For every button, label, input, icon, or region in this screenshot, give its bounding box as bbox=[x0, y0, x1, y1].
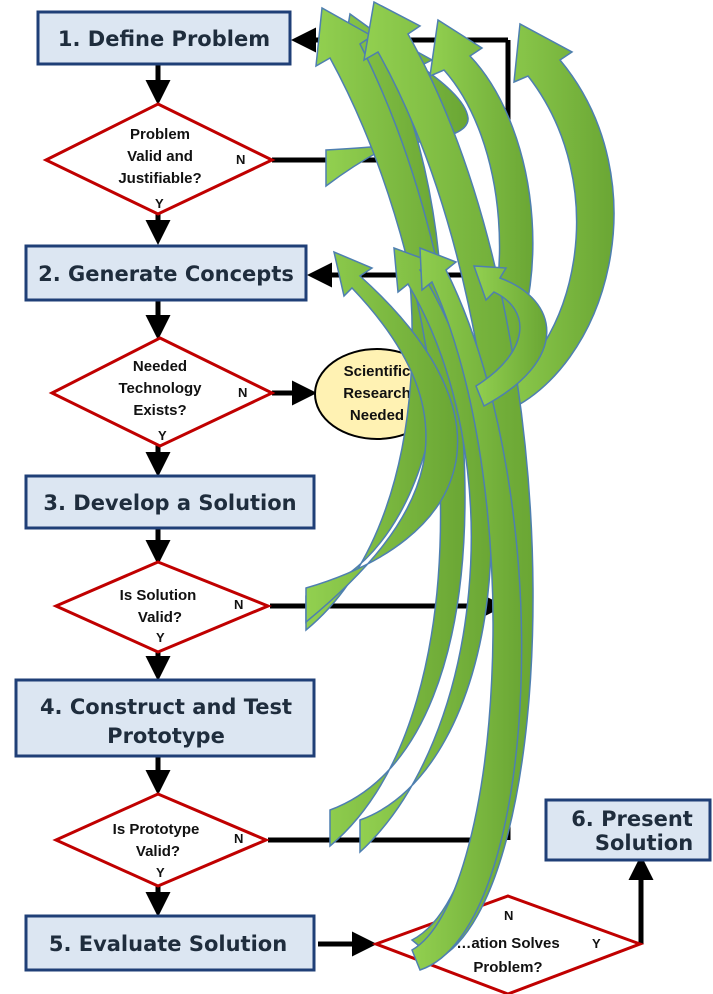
decision-4-line2: Valid? bbox=[136, 843, 180, 860]
decision-5-line2: Problem? bbox=[473, 959, 542, 976]
green-arrow-d5-to-s2 bbox=[411, 246, 523, 971]
step-1-define-problem: 1. Define Problem bbox=[36, 10, 292, 66]
oval-line3: Needed bbox=[350, 407, 404, 424]
decision-5-yes-label: Y bbox=[592, 936, 601, 951]
step-4-label-line2: Prototype bbox=[107, 724, 225, 748]
step-5-evaluate-solution: 5. Evaluate Solution bbox=[24, 914, 316, 972]
green-arrow-research-to-s2 bbox=[472, 265, 548, 408]
decision-solves-problem: …ation Solves Problem? Y N bbox=[371, 894, 645, 994]
decision-2-no-label: N bbox=[238, 385, 247, 400]
green-arrow-d4-to-s2 bbox=[359, 246, 492, 854]
decision-3-yes-label: Y bbox=[156, 630, 165, 645]
step-1-label: 1. Define Problem bbox=[58, 27, 270, 51]
decision-2-line1: Needed bbox=[133, 358, 187, 375]
decision-1-line1: Problem bbox=[130, 126, 190, 143]
decision-4-yes-label: Y bbox=[156, 865, 165, 880]
step-6-present-solution: 6. Present Solution bbox=[544, 798, 712, 862]
step-2-generate-concepts: 2. Generate Concepts bbox=[24, 244, 308, 302]
green-arrow-research-to-s1 bbox=[484, 22, 615, 415]
decision-4-line1: Is Prototype bbox=[113, 821, 200, 838]
green-feedback-arrows bbox=[305, 0, 615, 971]
step-2-label: 2. Generate Concepts bbox=[38, 262, 294, 286]
step-3-label: 3. Develop a Solution bbox=[43, 491, 296, 515]
decision-3-line2: Valid? bbox=[138, 609, 182, 626]
decision-4-no-label: N bbox=[234, 831, 243, 846]
decision-5-line1: …ation Solves bbox=[456, 935, 559, 952]
green-arrow-d4-to-s1 bbox=[315, 6, 466, 848]
decision-1-no-label: N bbox=[236, 152, 245, 167]
step-4-label-line1: 4. Construct and Test bbox=[40, 695, 292, 719]
decision-solution-valid: Is Solution Valid? N Y bbox=[52, 560, 272, 654]
step-6-label-line2: Solution bbox=[595, 831, 693, 855]
step-6-label-line1: 6. Present bbox=[571, 807, 693, 831]
decision-problem-valid: Problem Valid and Justifiable? N Y bbox=[42, 102, 276, 216]
decision-technology-exists: Needed Technology Exists? N Y bbox=[48, 336, 276, 448]
decision-3-no-label: N bbox=[234, 597, 243, 612]
decision-2-yes-label: Y bbox=[158, 428, 167, 443]
step-3-develop-solution: 3. Develop a Solution bbox=[24, 474, 316, 530]
decision-2-line2: Technology bbox=[118, 380, 202, 397]
oval-line2: Research bbox=[343, 385, 411, 402]
decision-1-line2: Valid and bbox=[127, 148, 193, 165]
green-arrow-d3-to-s2 bbox=[305, 250, 459, 624]
decision-2-line3: Exists? bbox=[133, 402, 186, 419]
step-5-label: 5. Evaluate Solution bbox=[49, 932, 287, 956]
decision-prototype-valid: Is Prototype Valid? N Y bbox=[52, 792, 270, 888]
oval-line1: Scientific bbox=[344, 363, 411, 380]
step-4-construct-test: 4. Construct and Test Prototype bbox=[14, 678, 316, 758]
decision-1-line3: Justifiable? bbox=[118, 170, 201, 187]
decision-1-yes-label: Y bbox=[155, 196, 164, 211]
decision-3-line1: Is Solution bbox=[120, 587, 197, 604]
decision-5-no-label: N bbox=[504, 908, 513, 923]
